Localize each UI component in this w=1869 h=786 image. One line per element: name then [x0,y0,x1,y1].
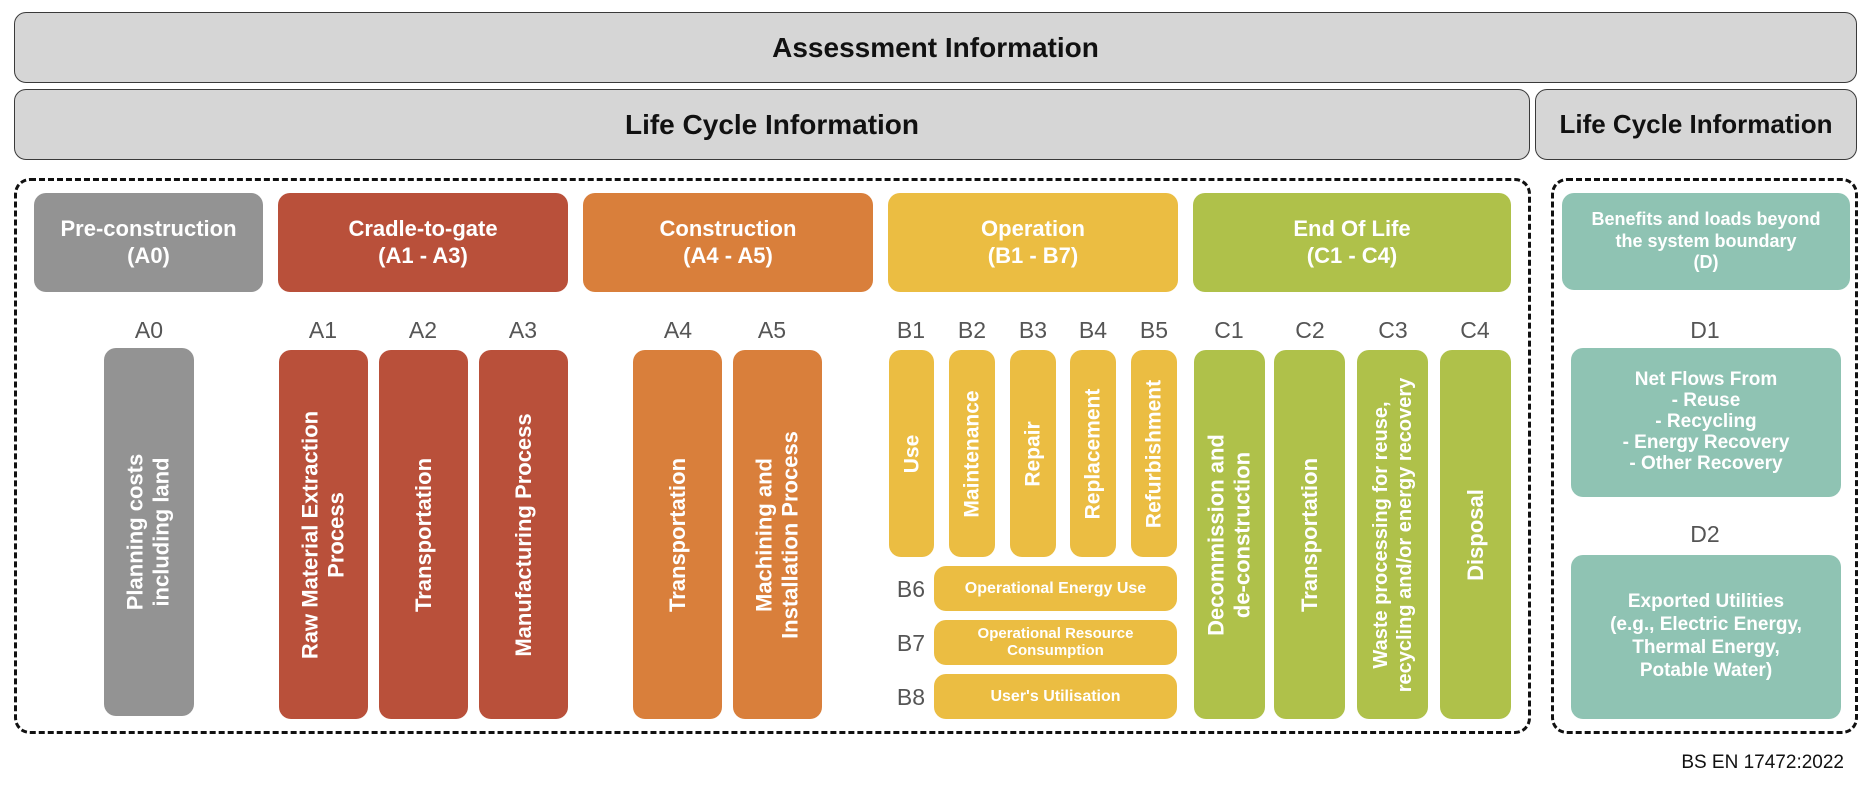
module-a1-label: Raw Material Extraction Process [297,410,349,659]
module-b7-operational-resource-consumption: Operational Resource Consumption [934,620,1177,665]
module-b4-label: Replacement [1081,388,1105,519]
beyond-system-boundary [1551,178,1858,734]
stage-pre-construction: Pre-construction (A0) [34,193,263,292]
module-c4-disposal: Disposal [1440,350,1511,719]
module-c1-decommission: Decommission and de-construction [1194,350,1265,719]
module-b2-maintenance: Maintenance [949,350,995,557]
module-a4-transportation: Transportation [633,350,722,719]
module-code-a2: A2 [408,317,438,343]
module-b2-label: Maintenance [960,389,984,518]
stage-operation: Operation (B1 - B7) [888,193,1178,292]
module-code-d1: D1 [1690,317,1720,343]
module-code-a5: A5 [757,317,787,343]
module-a3-label: Manufacturing Process [510,412,536,657]
module-code-a1: A1 [308,317,338,343]
module-b1-use: Use [889,350,934,557]
module-code-b5: B5 [1139,317,1169,343]
module-b1-label: Use [899,434,923,473]
module-a1-raw-material-extraction: Raw Material Extraction Process [279,350,368,719]
module-b5-refurbishment: Refurbishment [1131,350,1177,557]
stage-construction-label: Construction (A4 - A5) [659,216,797,268]
system-boundary [14,178,1531,734]
module-c2-label: Transportation [1296,457,1322,612]
module-code-c3: C3 [1378,317,1408,343]
module-b6-label: Operational Energy Use [964,579,1147,597]
module-c2-transportation: Transportation [1274,350,1345,719]
stage-pre-construction-label: Pre-construction (A0) [60,216,237,268]
module-a5-label: Machining and Installation Process [751,430,803,639]
stage-cradle-to-gate: Cradle-to-gate (A1 - A3) [278,193,568,292]
stage-operation-label: Operation (B1 - B7) [981,216,1085,268]
assessment-information-title: Assessment Information [772,31,1099,63]
module-d2-exported-utilities: Exported Utilities (e.g., Electric Energ… [1571,555,1841,719]
module-code-b4: B4 [1078,317,1108,343]
module-b3-label: Repair [1021,420,1045,487]
stage-end-of-life: End Of Life (C1 - C4) [1193,193,1511,292]
module-b6-operational-energy-use: Operational Energy Use [934,566,1177,611]
module-c3-label: Waste processing for reuse, recycling an… [1369,377,1416,692]
module-code-a0: A0 [134,317,164,343]
life-cycle-information-side-title: Life Cycle Information [1559,109,1833,139]
module-b4-replacement: Replacement [1070,350,1116,557]
module-a5-machining-installation: Machining and Installation Process [733,350,822,719]
module-a0-label: Planning costs including land [122,453,174,611]
module-b5-label: Refurbishment [1142,379,1166,528]
module-code-b7: B7 [896,630,926,656]
module-d2-label: Exported Utilities (e.g., Electric Energ… [1610,591,1802,681]
module-d1-net-flows: Net Flows From - Reuse - Recycling - Ene… [1571,348,1841,497]
module-b8-users-utilisation: User's Utilisation [934,674,1177,719]
stage-beyond-system-boundary: Benefits and loads beyond the system bou… [1562,193,1850,290]
module-code-a4: A4 [663,317,693,343]
module-code-b8: B8 [896,684,926,710]
module-c1-label: Decommission and de-construction [1203,433,1255,636]
module-code-d2: D2 [1690,521,1720,547]
life-cycle-information-side-header: Life Cycle Information [1535,89,1857,160]
module-b3-repair: Repair [1010,350,1056,557]
module-a2-label: Transportation [410,457,436,612]
module-a2-transportation: Transportation [379,350,468,719]
module-code-b6: B6 [896,576,926,602]
stage-cradle-to-gate-label: Cradle-to-gate (A1 - A3) [348,216,498,268]
module-code-c4: C4 [1460,317,1490,343]
module-code-b2: B2 [957,317,987,343]
assessment-information-header: Assessment Information [14,12,1857,83]
module-d1-label: Net Flows From - Reuse - Recycling - Ene… [1622,369,1790,474]
module-code-a3: A3 [508,317,538,343]
module-code-b3: B3 [1018,317,1048,343]
standard-reference: BS EN 17472:2022 [1681,752,1844,773]
module-c4-label: Disposal [1462,488,1488,581]
module-code-c2: C2 [1295,317,1325,343]
life-cycle-information-header: Life Cycle Information [14,89,1530,160]
stage-beyond-label: Benefits and loads beyond the system bou… [1591,209,1821,273]
module-a3-manufacturing-process: Manufacturing Process [479,350,568,719]
module-code-b1: B1 [896,317,926,343]
module-code-c1: C1 [1214,317,1244,343]
stage-end-of-life-label: End Of Life (C1 - C4) [1293,216,1411,268]
module-a4-label: Transportation [664,457,690,612]
module-b7-label: Operational Resource Consumption [977,625,1134,659]
module-a0-planning-costs: Planning costs including land [104,348,194,716]
module-b8-label: User's Utilisation [990,687,1121,705]
stage-construction: Construction (A4 - A5) [583,193,873,292]
life-cycle-information-title: Life Cycle Information [624,108,920,140]
module-c3-waste-processing: Waste processing for reuse, recycling an… [1357,350,1428,719]
